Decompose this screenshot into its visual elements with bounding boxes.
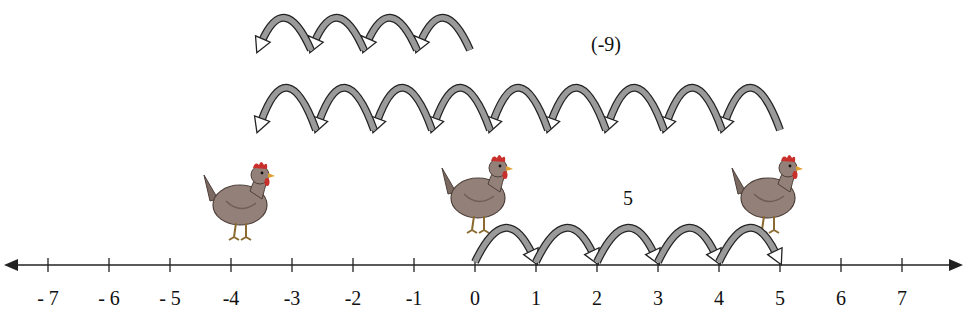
tick-label: 0	[470, 288, 480, 308]
jump-arrow	[603, 88, 664, 133]
jump-arrow	[487, 88, 548, 133]
tick-label: 2	[592, 288, 602, 308]
jump-arrow	[415, 18, 470, 53]
tick-label: 4	[714, 288, 724, 308]
tick-label: - 5	[159, 288, 181, 308]
jump-arrow	[429, 88, 490, 133]
tick-label: -4	[223, 288, 240, 308]
jump-arrow	[362, 18, 417, 53]
tick-label: -3	[284, 288, 301, 308]
tick-label: - 6	[98, 288, 120, 308]
jump-arrow	[661, 88, 722, 133]
jump-arrow	[255, 88, 316, 133]
jump-arrow	[658, 228, 721, 265]
jump-arrow	[719, 88, 780, 133]
tick-label: 1	[531, 288, 541, 308]
tick-label: - 7	[37, 288, 59, 308]
jump-arrow	[719, 228, 782, 265]
tick-label: -1	[406, 288, 423, 308]
tick-label: 5	[775, 288, 785, 308]
tick-label: 7	[897, 288, 907, 308]
jump-arrow	[256, 18, 311, 53]
jump-arrow	[597, 228, 660, 265]
jump-arrow	[475, 228, 538, 265]
tick-label: 3	[653, 288, 663, 308]
jump-count-label: (-9)	[591, 34, 621, 54]
jump-arrow	[545, 88, 606, 133]
jump-arrow	[536, 228, 599, 265]
jump-arrow	[371, 88, 432, 133]
hen-picture	[204, 162, 275, 240]
jump-arrow	[313, 88, 374, 133]
tick-label: -2	[345, 288, 362, 308]
jump-arrow	[309, 18, 364, 53]
hen-picture	[442, 155, 513, 233]
jump-count-label: 5	[623, 188, 633, 208]
tick-label: 6	[836, 288, 846, 308]
number-line	[4, 258, 963, 272]
hen-picture	[732, 155, 803, 233]
